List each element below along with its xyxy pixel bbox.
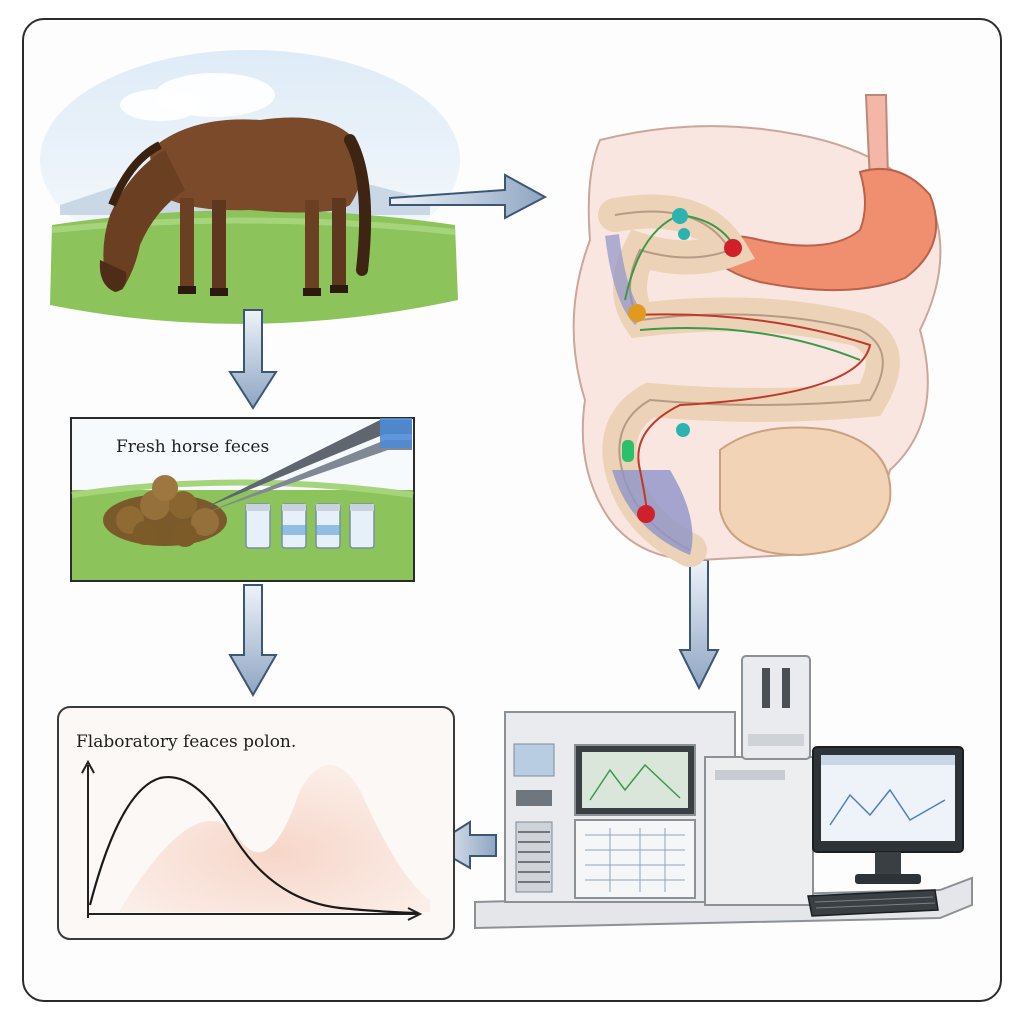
arrow-horse-to-tract	[389, 173, 548, 220]
keyboard-icon	[807, 889, 939, 917]
horse-illustration	[99, 117, 372, 296]
arrow-horse-to-feces	[228, 309, 278, 410]
monitor-icon	[812, 746, 964, 884]
analysis-panel-label: Flaboratory feaces polon.	[76, 732, 297, 752]
lab-instrument-illustration	[474, 655, 973, 930]
feces-pile	[103, 475, 227, 547]
sample-vial-icon	[245, 503, 375, 549]
feces-sample-panel	[70, 417, 415, 582]
horse-scene	[40, 50, 460, 324]
analysis-panel	[57, 706, 455, 940]
curve-plot	[81, 759, 423, 921]
forceps-icon	[200, 418, 412, 513]
arrow-tract-to-instrument	[678, 559, 720, 691]
feces-panel-label: Fresh horse feces	[116, 437, 270, 457]
digestive-tract-illustration	[572, 94, 942, 567]
arrow-feces-to-analysis	[228, 584, 278, 698]
